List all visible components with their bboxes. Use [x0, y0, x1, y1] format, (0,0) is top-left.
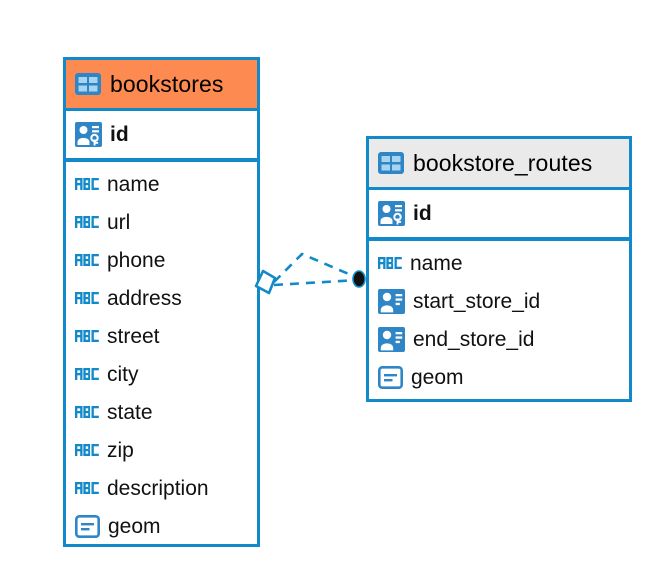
field-label: end_store_id — [413, 327, 535, 351]
geometry-type-icon — [378, 365, 403, 389]
foreign-key-icon — [378, 326, 405, 352]
field-row-name[interactable]: name — [66, 165, 257, 203]
field-label: name — [107, 172, 160, 196]
foreign-key-icon — [378, 288, 405, 314]
field-row-start-store-id[interactable]: start_store_id — [369, 282, 629, 320]
text-type-icon — [75, 252, 99, 268]
text-type-icon — [75, 214, 99, 230]
entity-bookstores-title: bookstores — [110, 70, 224, 97]
text-type-icon — [75, 290, 99, 306]
field-row-bookstores-id[interactable]: id — [66, 111, 257, 158]
text-type-icon — [378, 255, 402, 271]
entity-bookstore-routes[interactable]: bookstore_routes id — [366, 136, 632, 402]
field-row-routes-geom[interactable]: geom — [369, 358, 629, 396]
field-label: url — [107, 210, 131, 234]
field-label: description — [107, 476, 209, 500]
primary-key-icon — [378, 201, 405, 226]
field-label: phone — [107, 248, 166, 272]
field-row-geom[interactable]: geom — [66, 507, 257, 545]
field-label: id — [413, 202, 432, 225]
field-row-description[interactable]: description — [66, 469, 257, 507]
text-type-icon — [75, 404, 99, 420]
relationship-connector[interactable] — [252, 238, 372, 316]
field-label: geom — [108, 514, 161, 538]
text-type-icon — [75, 176, 99, 192]
entity-bookstores-field-list: name u — [66, 162, 257, 548]
entity-bookstores-header[interactable]: bookstores — [66, 60, 257, 111]
field-label: name — [410, 251, 463, 275]
field-label: address — [107, 286, 182, 310]
entity-bookstores-primary-key-section: id — [66, 111, 257, 162]
table-icon — [378, 152, 404, 174]
entity-bookstore-routes-header[interactable]: bookstore_routes — [369, 139, 629, 190]
field-row-street[interactable]: street — [66, 317, 257, 355]
text-type-icon — [75, 442, 99, 458]
text-type-icon — [75, 366, 99, 382]
field-row-phone[interactable]: phone — [66, 241, 257, 279]
geometry-type-icon — [75, 514, 100, 538]
field-row-url[interactable]: url — [66, 203, 257, 241]
relationship-target-circle-icon — [352, 270, 366, 288]
relationship-line-lower — [273, 278, 359, 287]
field-label: street — [107, 324, 160, 348]
field-label: id — [110, 123, 129, 146]
field-row-city[interactable]: city — [66, 355, 257, 393]
field-label: state — [107, 400, 153, 424]
field-row-bookstore-routes-id[interactable]: id — [369, 190, 629, 237]
field-label: city — [107, 362, 139, 386]
text-type-icon — [75, 328, 99, 344]
entity-bookstore-routes-field-list: name start_store_id — [369, 241, 629, 399]
primary-key-icon — [75, 122, 102, 147]
field-label: geom — [411, 365, 464, 389]
entity-bookstore-routes-title: bookstore_routes — [413, 149, 593, 176]
field-row-end-store-id[interactable]: end_store_id — [369, 320, 629, 358]
field-row-zip[interactable]: zip — [66, 431, 257, 469]
field-row-state[interactable]: state — [66, 393, 257, 431]
relationship-line-upper — [273, 252, 359, 283]
entity-bookstores[interactable]: bookstores id — [63, 57, 260, 547]
field-label: start_store_id — [413, 289, 541, 313]
field-row-routes-name[interactable]: name — [369, 244, 629, 282]
field-label: zip — [107, 438, 134, 462]
text-type-icon — [75, 480, 99, 496]
field-row-address[interactable]: address — [66, 279, 257, 317]
entity-bookstore-routes-primary-key-section: id — [369, 190, 629, 241]
table-icon — [75, 73, 101, 95]
